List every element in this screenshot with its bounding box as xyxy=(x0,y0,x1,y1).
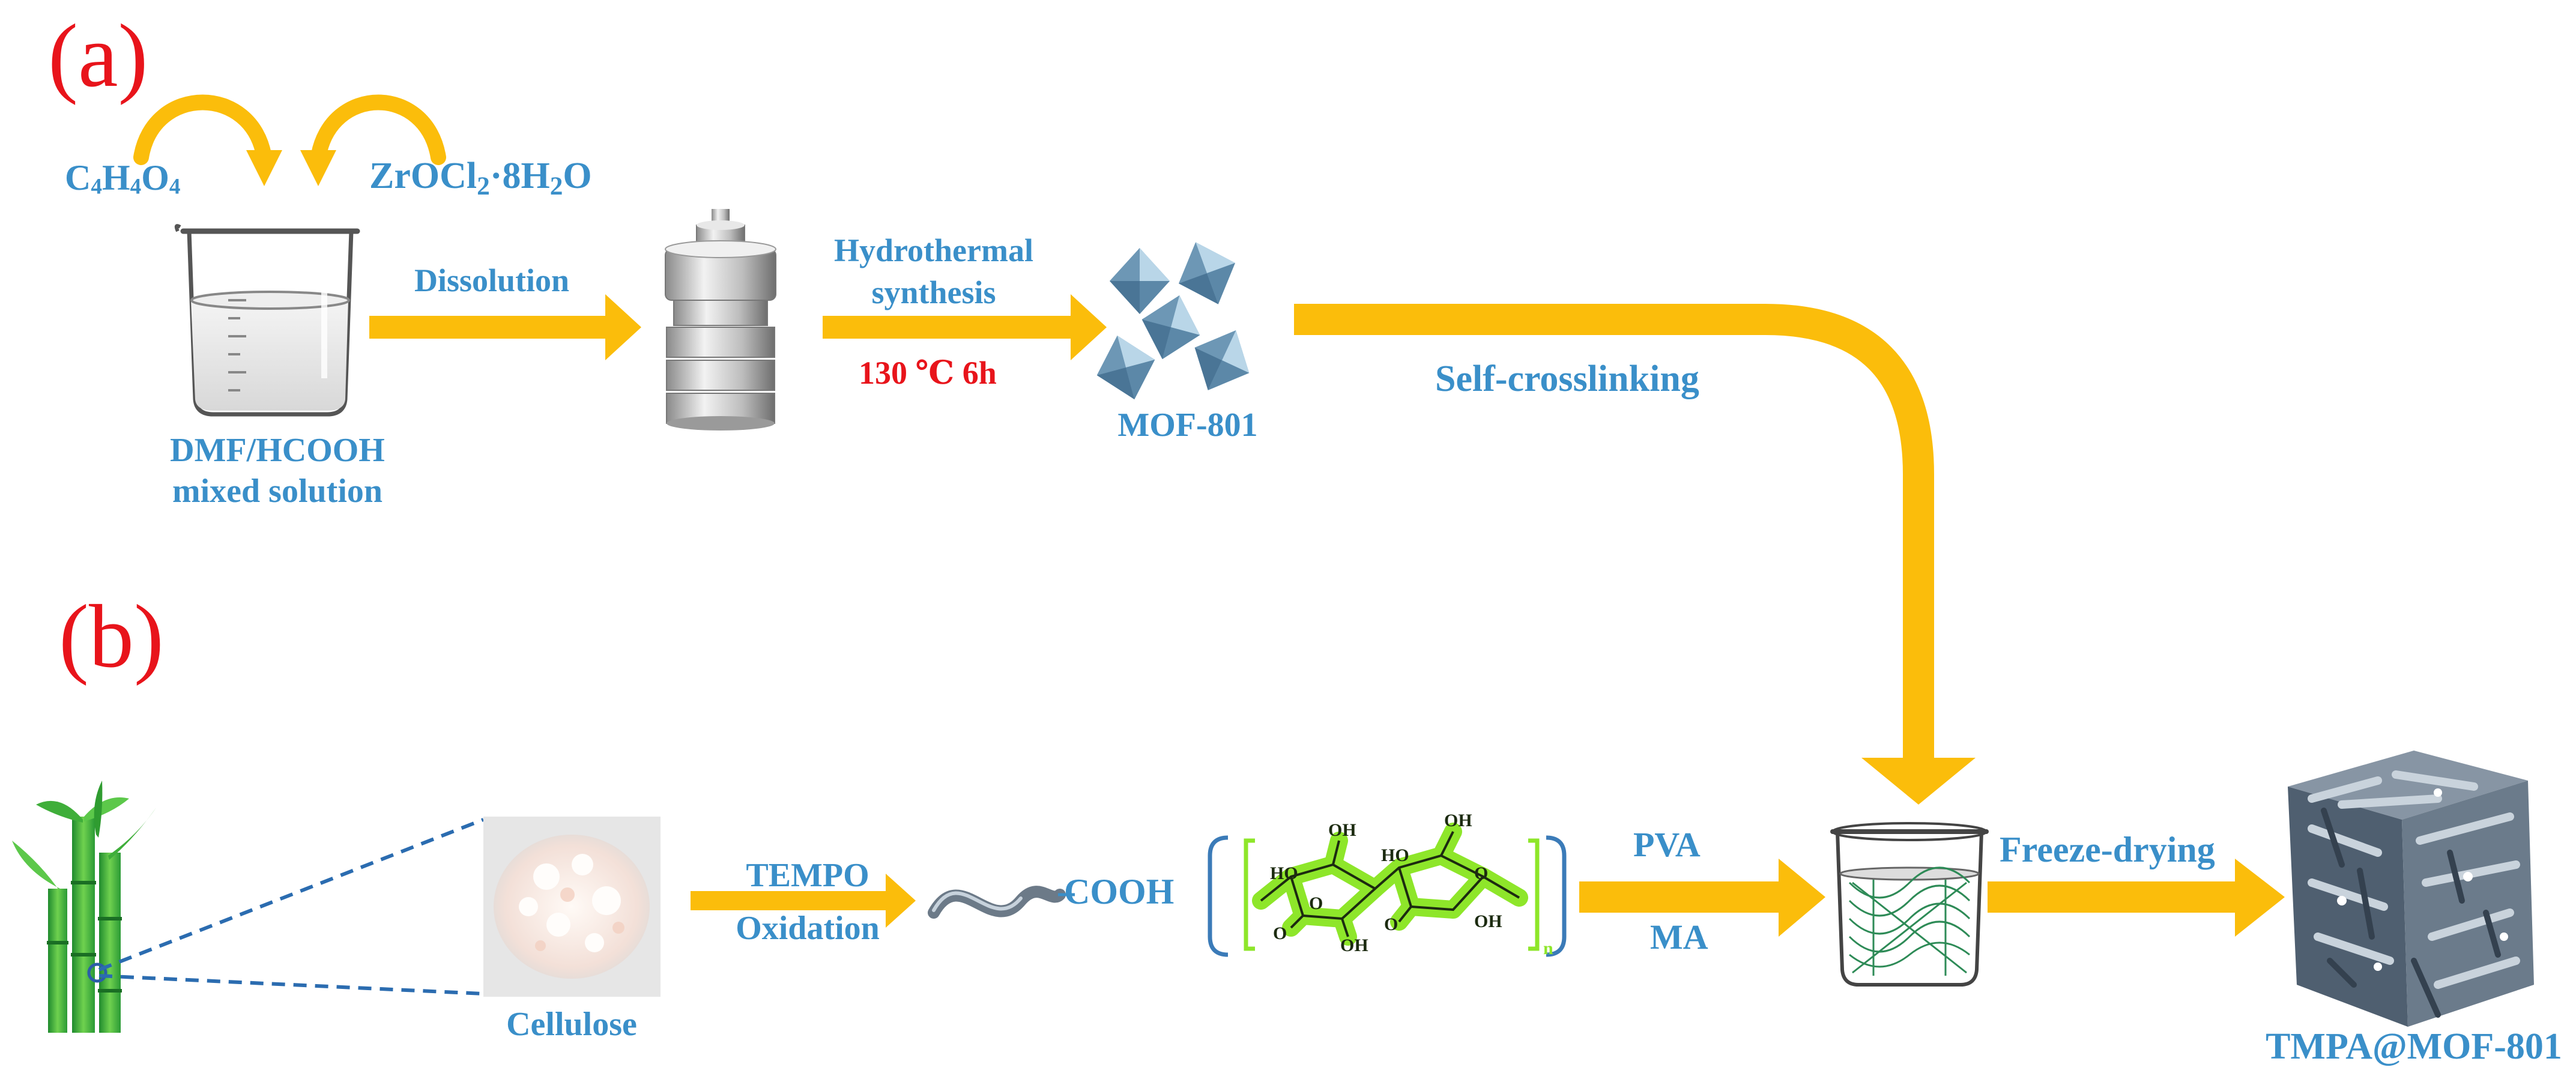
solution-label-line2: mixed solution xyxy=(172,473,383,510)
hydrothermal-label-line1: Hydrothermal xyxy=(834,232,1033,268)
panel-label-a: (a) xyxy=(48,6,148,106)
dissolution-label: Dissolution xyxy=(414,262,570,298)
autoclave-icon xyxy=(665,209,776,431)
reagent-arrow-right xyxy=(300,94,446,186)
atom-o-4: O xyxy=(1474,863,1489,883)
polymer-chain-icon xyxy=(928,886,1075,919)
self-crosslinking-arrow xyxy=(1294,304,1976,805)
panel-label-b: (b) xyxy=(59,587,164,686)
atom-oh-1: OH xyxy=(1328,820,1356,840)
repeat-n-label: n xyxy=(1543,938,1553,958)
self-crosslinking-label: Self-crosslinking xyxy=(1435,358,1699,399)
cellulose-structure xyxy=(1208,823,1567,957)
cellulose-label: Cellulose xyxy=(506,1006,637,1043)
reagent-arrow-left xyxy=(133,94,282,186)
product-label: TMPA@MOF-801 xyxy=(2266,1026,2562,1067)
mof-label: MOF-801 xyxy=(1117,406,1258,444)
pva-label: PVA xyxy=(1633,825,1701,864)
hydrothermal-arrow xyxy=(823,294,1107,360)
tempo-label-line1: TEMPO xyxy=(746,857,869,894)
solution-label-line1: DMF/HCOOH xyxy=(170,432,385,469)
aerogel-cube-icon xyxy=(2288,751,2534,1027)
ma-label: MA xyxy=(1650,917,1708,957)
atom-ho-1: HO xyxy=(1270,863,1298,883)
atom-oh-4: OH xyxy=(1474,911,1502,931)
atom-ho-2: HO xyxy=(1381,845,1409,865)
reagent-succinic-acid: C4H4O4 xyxy=(65,158,181,199)
freeze-drying-arrow xyxy=(1988,859,2285,937)
beaker-icon xyxy=(174,224,360,417)
tempo-label-line2: Oxidation xyxy=(736,910,880,947)
zoom-lines xyxy=(98,818,485,996)
beaker-mesh-icon xyxy=(1830,822,1989,987)
atom-oh-3: OH xyxy=(1340,935,1368,955)
freeze-drying-label: Freeze-drying xyxy=(2000,830,2215,869)
dissolution-arrow xyxy=(369,294,641,360)
atom-o-2: O xyxy=(1384,914,1398,934)
cellulose-powder-icon xyxy=(483,817,661,997)
hydrothermal-label-line2: synthesis xyxy=(871,274,996,310)
atom-oh-2: OH xyxy=(1444,811,1472,830)
atom-o-3: O xyxy=(1309,893,1323,913)
pva-ma-arrow xyxy=(1579,859,1825,937)
reagent-zirconium: ZrOCl2·8H2O xyxy=(369,156,592,201)
bamboo-icon xyxy=(12,781,156,1033)
reaction-conditions: 130 ℃ 6h xyxy=(859,355,997,391)
octahedron-crystal-icon xyxy=(1096,242,1250,400)
tempo-arrow xyxy=(691,874,916,928)
carboxyl-label: COOH xyxy=(1064,872,1175,911)
atom-o-1: O xyxy=(1273,923,1287,943)
